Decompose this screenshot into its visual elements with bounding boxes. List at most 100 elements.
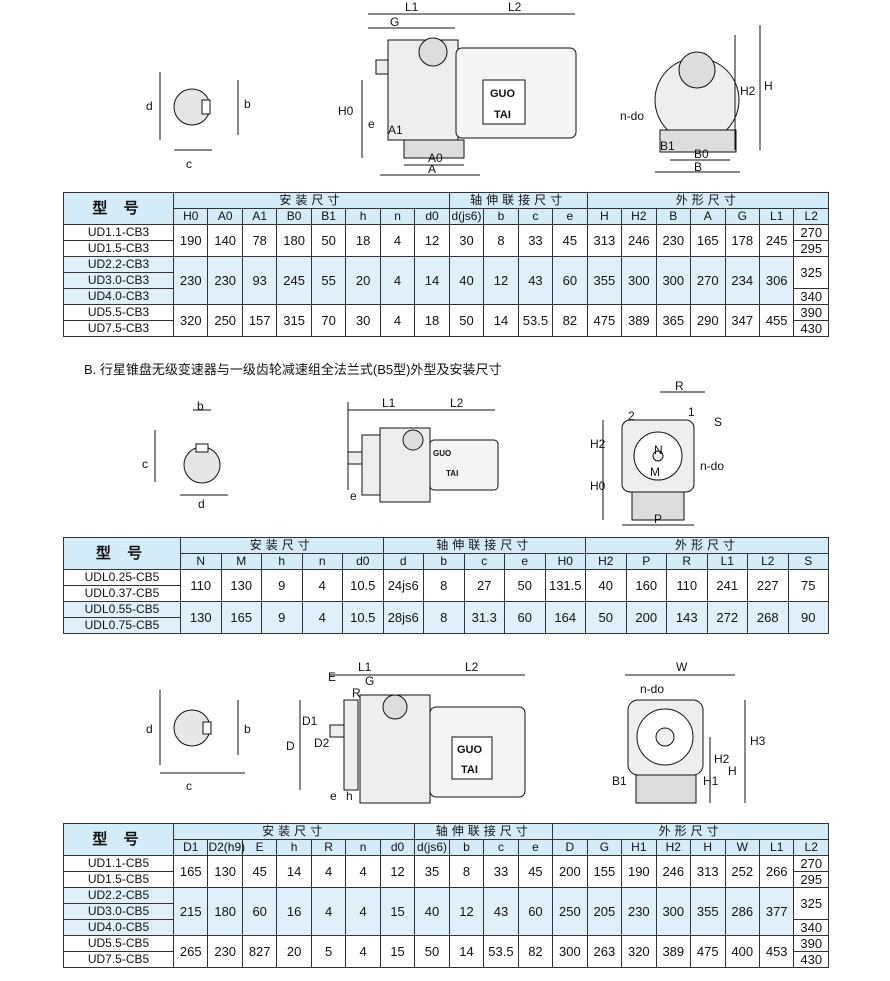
column-header: d(js6) <box>448 208 485 225</box>
value-cell: 365 <box>655 304 692 337</box>
dim-label: L2 <box>508 0 522 14</box>
table-row: UD3.0-CB5 <box>63 903 829 920</box>
value-cell: 10.5 <box>342 569 384 602</box>
column-header: R <box>310 839 347 856</box>
model-cell: UD1.5-CB5 <box>63 871 174 888</box>
column-header: B0 <box>276 208 312 225</box>
column-header: b <box>448 839 485 856</box>
value-cell: 55 <box>310 256 347 305</box>
value-cell: 4 <box>379 304 416 337</box>
value-cell: 8 <box>483 224 519 257</box>
value-cell: 200 <box>552 855 588 888</box>
value-cell: 110 <box>666 569 708 602</box>
value-cell: 4 <box>345 855 381 888</box>
value-cell: 164 <box>544 601 586 634</box>
value-cell: 50 <box>585 601 627 634</box>
value-cell: 20 <box>276 935 312 968</box>
value-cell: 16 <box>276 887 312 936</box>
model-header: 型 号 <box>63 192 174 225</box>
value-cell: 33 <box>483 855 519 888</box>
value-cell: 155 <box>586 855 623 888</box>
value-cell: 246 <box>655 855 692 888</box>
model-cell: UD3.0-CB3 <box>63 272 174 289</box>
dim-label: e <box>368 117 375 131</box>
column-header: H <box>586 208 623 225</box>
dim-label: A0 <box>428 151 443 165</box>
column-header: d0 <box>342 553 384 570</box>
column-header: H1 <box>621 839 657 856</box>
side-view-b <box>347 402 499 503</box>
value-cell: 8 <box>423 569 465 602</box>
value-cell: 4 <box>379 224 416 257</box>
header-row: 型 号安装尺寸轴伸联接尺寸外形尺寸 <box>63 823 829 856</box>
value-cell: 246 <box>621 224 657 257</box>
column-header: W <box>724 839 760 856</box>
l2-cell: 295 <box>793 240 829 257</box>
value-cell: 313 <box>690 855 726 888</box>
dim-label: R <box>352 686 361 700</box>
l2-cell: 390 <box>793 304 829 321</box>
value-cell: 178 <box>724 224 760 257</box>
value-cell: 263 <box>586 935 623 968</box>
value-cell: 165 <box>220 601 262 634</box>
model-cell: UDL0.55-CB5 <box>63 601 181 618</box>
group-header: 外形尺寸 <box>552 823 829 840</box>
dim-label: P <box>654 512 662 526</box>
logo-text: GUO <box>433 449 451 458</box>
diagram-c: d b c L1 L2 G E R D1 D2 D e h GUO TAI W … <box>146 660 766 804</box>
table-row: UD3.0-CB3 <box>63 272 829 289</box>
dim-label: N <box>654 443 663 457</box>
shaft-section-c <box>159 690 245 774</box>
dim-label: e <box>330 789 337 803</box>
value-cell: 205 <box>586 887 623 936</box>
value-cell: 82 <box>552 304 588 337</box>
dim-label: H3 <box>750 734 766 748</box>
value-cell: 27 <box>463 569 505 602</box>
model-header: 型 号 <box>63 537 181 570</box>
column-header: n <box>345 839 381 856</box>
value-cell: 453 <box>758 935 795 968</box>
value-cell: 252 <box>724 855 760 888</box>
column-header: L1 <box>758 208 795 225</box>
dim-label: n-do <box>640 682 664 696</box>
group-header: 外形尺寸 <box>585 537 829 554</box>
value-cell: 130 <box>220 569 262 602</box>
value-cell: 227 <box>747 569 789 602</box>
column-header: L2 <box>793 208 829 225</box>
section-b-title: B. 行星锥盘无级变速器与一级齿轮减速组全法兰式(B5型)外型及安装尺寸 <box>84 362 502 377</box>
value-cell: 12 <box>379 855 416 888</box>
value-cell: 215 <box>172 887 209 936</box>
logo-text: GUO <box>490 88 516 100</box>
logo-text: GUO <box>457 744 483 756</box>
value-cell: 300 <box>552 935 588 968</box>
value-cell: 230 <box>655 224 692 257</box>
dim-label: d <box>146 722 153 736</box>
model-cell: UD4.0-CB5 <box>63 919 174 936</box>
value-cell: 250 <box>207 304 243 337</box>
model-cell: UDL0.25-CB5 <box>63 569 181 586</box>
logo-text: TAI <box>494 109 511 121</box>
value-cell: 5 <box>310 935 347 968</box>
value-cell: 14 <box>414 256 450 305</box>
column-header: A1 <box>241 208 278 225</box>
value-cell: 347 <box>724 304 760 337</box>
column-header: E <box>241 839 278 856</box>
dim-label: L1 <box>382 396 396 410</box>
dim-label: D <box>286 739 295 753</box>
group-header: 轴伸联接尺寸 <box>448 192 588 209</box>
value-cell: 250 <box>552 887 588 936</box>
group-header: 轴伸联接尺寸 <box>382 537 586 554</box>
column-header: d0 <box>414 208 450 225</box>
column-header: H0 <box>544 553 586 570</box>
column-header: L2 <box>793 839 829 856</box>
column-header: e <box>517 839 554 856</box>
column-header: A <box>690 208 726 225</box>
value-cell: 10.5 <box>342 601 384 634</box>
model-cell: UD2.2-CB5 <box>63 887 174 904</box>
value-cell: 4 <box>345 887 381 936</box>
dim-label: H1 <box>703 774 719 788</box>
